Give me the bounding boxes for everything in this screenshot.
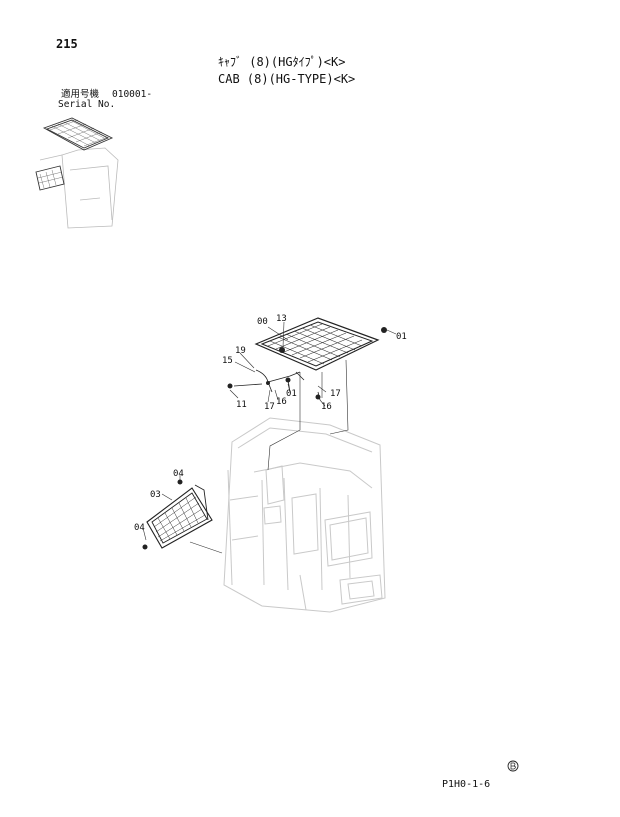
callout-11: 11 xyxy=(236,400,247,410)
figure-code: P1H0-1-6 xyxy=(442,779,491,790)
circled-b-mark-icon xyxy=(507,760,519,772)
serial-label-japanese: 適用号機 xyxy=(61,89,100,100)
page-number: 215 xyxy=(56,37,78,51)
callout-01b: 01 xyxy=(286,389,297,399)
leader-lines xyxy=(142,321,397,554)
callout-15: 15 xyxy=(222,356,233,366)
title-japanese: ｷｬﾌﾞ (8)(HGﾀｲﾌﾟ)<K> xyxy=(218,55,346,69)
callout-04b: 04 xyxy=(134,523,145,533)
callout-13: 13 xyxy=(276,314,287,324)
callout-16b: 16 xyxy=(321,402,332,412)
callout-00: 00 xyxy=(257,317,268,327)
callout-04a: 04 xyxy=(173,469,184,479)
callout-16a: 16 xyxy=(276,397,287,407)
callout-03: 03 xyxy=(150,490,161,500)
title-english: CAB (8)(HG-TYPE)<K> xyxy=(218,72,356,86)
callout-19: 19 xyxy=(235,346,246,356)
callout-01a: 01 xyxy=(396,332,407,342)
cab-body-outline xyxy=(223,417,386,613)
roof-grille xyxy=(254,317,380,371)
front-grille xyxy=(146,484,213,549)
serial-number-value: 010001- xyxy=(112,89,153,100)
callout-17b: 17 xyxy=(330,389,341,399)
serial-label-english: Serial No. xyxy=(58,99,116,110)
callout-17a: 17 xyxy=(264,402,275,412)
